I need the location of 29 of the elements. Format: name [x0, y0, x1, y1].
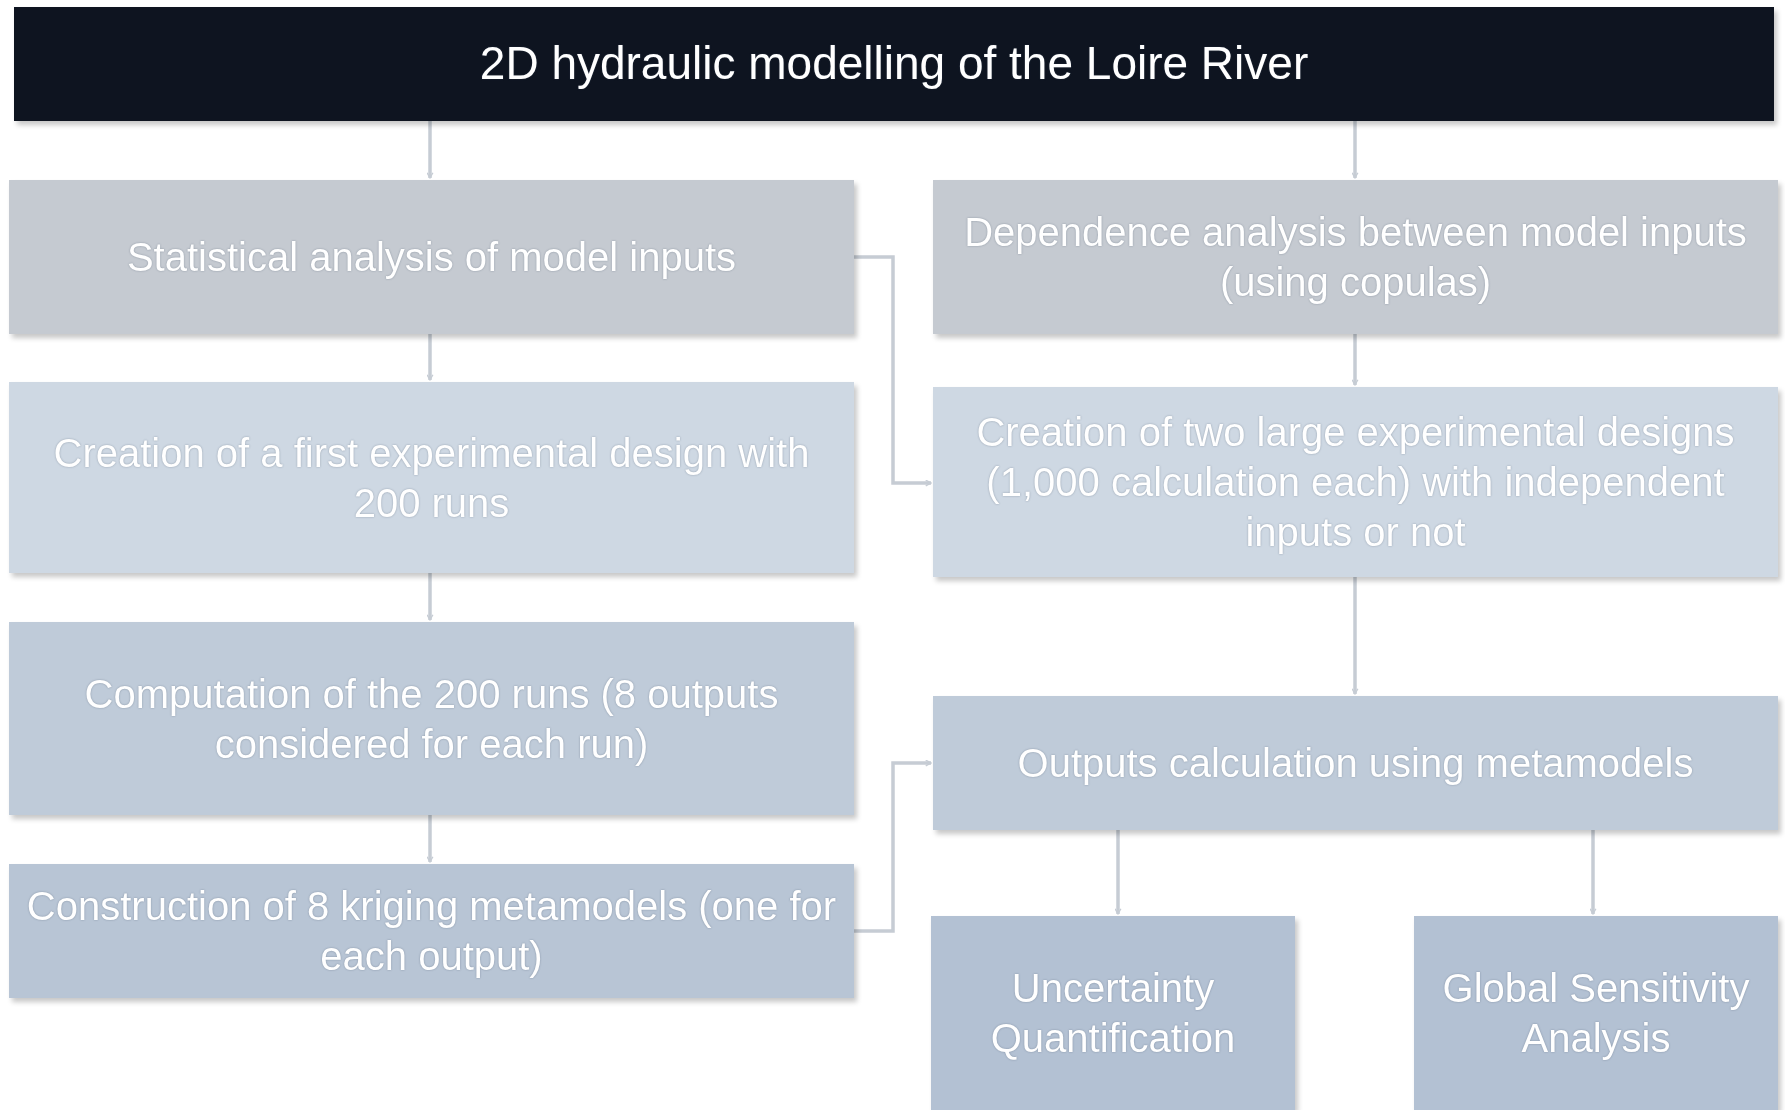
- arrow: [426, 334, 434, 381]
- arrow: [426, 573, 434, 621]
- process-box: [9, 180, 854, 334]
- box-text: Construction of 8 kriging metamodels (one for each output): [25, 883, 838, 980]
- title-banner: [14, 7, 1774, 121]
- arrow: [1351, 121, 1359, 179]
- process-box: [9, 864, 854, 998]
- box-text: Uncertainty Quantification: [989, 965, 1237, 1062]
- arrow: [854, 759, 932, 933]
- box-text: Outputs calculation using metamodels: [1017, 740, 1694, 787]
- process-box: [9, 382, 854, 573]
- box-text: Global Sensitivity Analysis: [1441, 965, 1751, 1062]
- arrow: [1351, 577, 1359, 695]
- process-box: [933, 180, 1778, 334]
- box-text: Statistical analysis of model inputs: [126, 234, 737, 281]
- process-box: [9, 622, 854, 815]
- arrow: [1114, 830, 1122, 915]
- box-text: Computation of the 200 runs (8 outputs considered for each run): [83, 670, 780, 768]
- arrow: [1351, 334, 1359, 386]
- process-box: [933, 696, 1778, 830]
- arrow: [426, 815, 434, 863]
- arrow: [426, 121, 434, 179]
- arrow: [1589, 830, 1597, 915]
- process-box: [1414, 916, 1778, 1110]
- box-text: Dependence analysis between model inputs (using copulas): [963, 209, 1748, 306]
- process-box: [933, 387, 1778, 577]
- process-box: [931, 916, 1295, 1110]
- title-text: 2D hydraulic modelling of the Loire River: [479, 36, 1309, 92]
- arrow: [854, 255, 932, 487]
